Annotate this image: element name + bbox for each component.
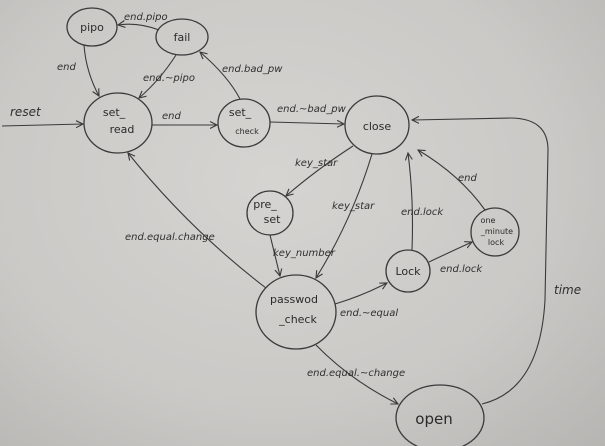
edge-lock-to-one-minute-lock: end.lock bbox=[428, 242, 483, 275]
edge-label-end-to-set-read: end bbox=[57, 62, 76, 73]
edge-fail-to-set-read: end.~pipo bbox=[139, 54, 195, 98]
node-open-label: open bbox=[415, 410, 452, 428]
node-oml-label-1: one bbox=[481, 216, 496, 225]
edge-label-end-not-equal: end.~equal bbox=[340, 308, 398, 319]
node-one-minute-lock: one _minute lock bbox=[470, 207, 520, 257]
node-close: close bbox=[344, 95, 410, 155]
node-oml-label-3: lock bbox=[488, 238, 505, 247]
node-pre-set-label-2: set bbox=[264, 213, 281, 226]
node-set-check: set_ check bbox=[217, 98, 271, 148]
edge-set-check-to-close: end.~bad_pw bbox=[269, 104, 347, 124]
edge-close-to-password-check: key_star bbox=[316, 153, 375, 278]
node-lock-label: Lock bbox=[395, 265, 421, 278]
node-lock: Lock bbox=[385, 249, 431, 293]
edge-pre-set-to-password-check: key_number bbox=[269, 234, 336, 276]
node-set-check-label-1: set_ bbox=[229, 106, 252, 119]
edge-open-to-close-time: time bbox=[412, 118, 581, 405]
edge-label-key-number: key_number bbox=[273, 248, 336, 259]
edge-label-end-lock-oml: end.lock bbox=[440, 264, 483, 275]
edge-label-end-not-pipo: end.~pipo bbox=[143, 73, 195, 84]
edge-label-reset: reset bbox=[10, 105, 42, 119]
edge-label-end-lock-close: end.lock bbox=[401, 207, 444, 218]
edge-set-read-to-set-check: end bbox=[152, 111, 217, 125]
edge-label-end-not-bad-pw: end.~bad_pw bbox=[277, 104, 347, 115]
edge-one-minute-lock-to-close: end bbox=[418, 150, 486, 211]
node-pre-set-label-1: pre_ bbox=[253, 198, 277, 211]
edge-close-to-pre-set: key_star bbox=[286, 145, 354, 196]
edge-password-check-to-open: end.equal.~change bbox=[307, 344, 405, 404]
edge-label-end-equal-change: end.equal.change bbox=[125, 232, 215, 243]
edge-label-key-star-2: key_star bbox=[332, 201, 375, 212]
node-set-read-label-1: set_ bbox=[103, 106, 126, 119]
node-pipo: pipo bbox=[66, 7, 118, 47]
edge-label-end-pipo: end.pipo bbox=[124, 12, 168, 23]
node-pre-set: pre_ set bbox=[246, 190, 294, 236]
node-close-label: close bbox=[363, 120, 392, 133]
node-oml-label-2: _minute bbox=[480, 227, 513, 236]
edge-lock-to-close: end.lock bbox=[401, 153, 444, 251]
edge-label-end-bad-pw: end.bad_pw bbox=[222, 64, 283, 75]
edge-set-check-to-fail: end.bad_pw bbox=[200, 52, 283, 100]
edge-label-end-equal-not-change: end.equal.~change bbox=[307, 368, 405, 379]
edge-fail-to-pipo: end.pipo bbox=[118, 12, 168, 31]
edge-label-time: time bbox=[554, 283, 581, 297]
node-pipo-label: pipo bbox=[80, 21, 104, 34]
node-open: open bbox=[395, 384, 485, 446]
edge-label-end-read: end bbox=[162, 111, 181, 122]
edge-password-check-to-set-read: end.equal.change bbox=[125, 153, 267, 289]
node-set-check-label-2: check bbox=[235, 127, 259, 136]
edge-pipo-to-set-read: end bbox=[57, 44, 99, 96]
edge-password-check-to-lock: end.~equal bbox=[334, 283, 398, 319]
edge-label-key-star-1: key_star bbox=[295, 158, 338, 169]
node-password-check: passwod _check bbox=[255, 274, 337, 350]
node-set-read-label-2: read bbox=[110, 123, 135, 136]
edge-label-end-oml-close: end bbox=[458, 173, 477, 184]
node-set-read: set_ read bbox=[83, 92, 153, 154]
node-password-check-label-1: passwod bbox=[270, 293, 318, 306]
node-fail-label: fail bbox=[174, 31, 191, 44]
node-fail: fail bbox=[155, 18, 209, 56]
edge-reset-to-set-read: reset bbox=[1, 105, 83, 126]
node-password-check-label-2: _check bbox=[278, 313, 317, 326]
